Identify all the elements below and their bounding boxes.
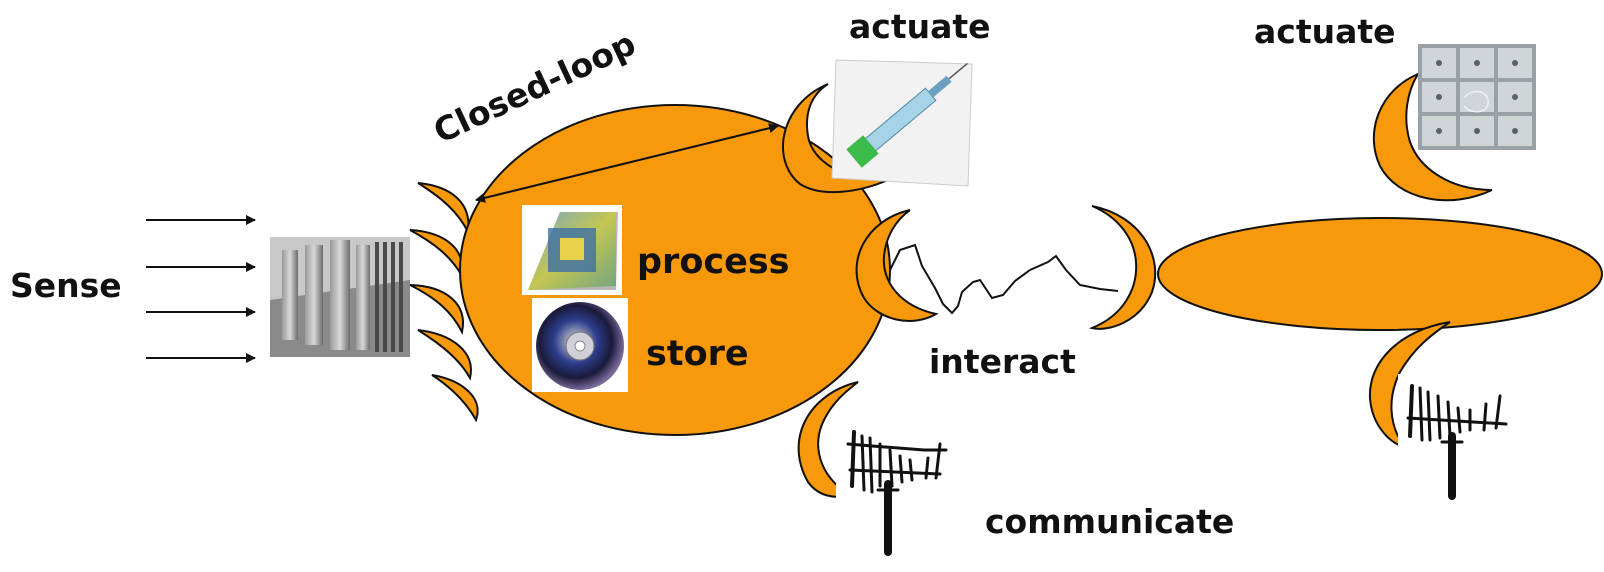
crescent (431, 374, 479, 423)
interact-crescent-left (855, 209, 939, 322)
remote-node-ellipse (1157, 217, 1603, 331)
store-label: store (646, 334, 749, 374)
sensor-image (270, 237, 410, 357)
crescent (409, 229, 464, 280)
chip-image (522, 205, 622, 295)
sensor-crescents (409, 182, 479, 423)
communicate-label: communicate (985, 502, 1235, 541)
actuate-label-right: actuate (1254, 12, 1396, 51)
antenna-image-2 (1398, 374, 1514, 500)
crescent (417, 329, 472, 381)
node-crescents (782, 83, 939, 498)
grid-image (1418, 44, 1536, 150)
interact-wire (889, 243, 1119, 315)
sense-arrows (146, 215, 256, 363)
actuate-label: actuate (849, 7, 991, 46)
sense-label: Sense (10, 266, 122, 305)
closed-loop-arrow (475, 123, 779, 203)
interact-label: interact (929, 342, 1076, 381)
actuate-crescent (782, 83, 889, 194)
antenna-image-1 (836, 428, 956, 556)
actuate-crescent-right (1372, 71, 1493, 202)
interact-crescent-right (1088, 205, 1157, 330)
syringe-image (831, 59, 973, 187)
crescent (417, 182, 470, 236)
process-label: process (637, 242, 790, 282)
crescent (409, 284, 464, 335)
disc-image (532, 298, 628, 392)
